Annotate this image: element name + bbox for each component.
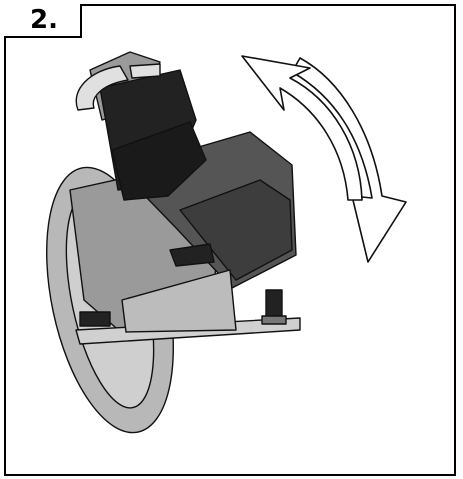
step-number: 2. <box>4 4 82 38</box>
rotate-arrows-icon <box>241 55 407 263</box>
saw-body <box>46 51 301 434</box>
